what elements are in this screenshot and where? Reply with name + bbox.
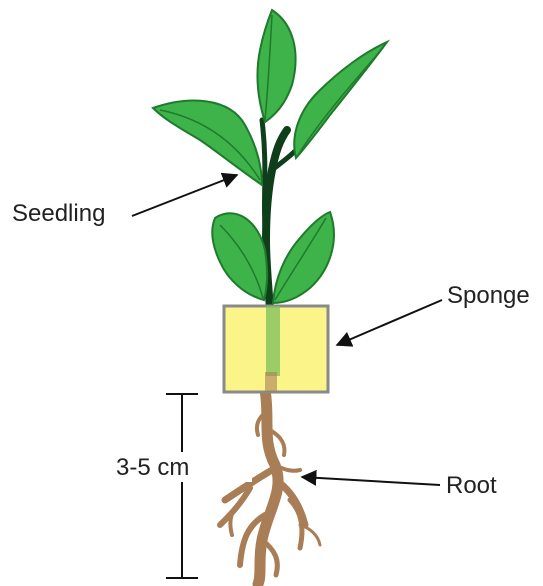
measurement-bar	[112, 394, 252, 578]
sponge-label: Sponge	[447, 282, 530, 309]
root-arrow	[302, 477, 440, 485]
leaf-top-left	[153, 101, 262, 185]
root-label: Root	[446, 472, 497, 499]
seedling-arrow	[132, 175, 237, 216]
root-in-sponge	[265, 372, 277, 392]
measurement-label: 3-5 cm	[116, 454, 189, 481]
sponge-arrow	[337, 300, 442, 345]
root-system	[220, 390, 320, 584]
stem-in-sponge	[266, 306, 280, 376]
seedling-label: Seedling	[12, 200, 105, 227]
sponge	[224, 306, 328, 392]
leaf-top-center	[258, 10, 296, 122]
